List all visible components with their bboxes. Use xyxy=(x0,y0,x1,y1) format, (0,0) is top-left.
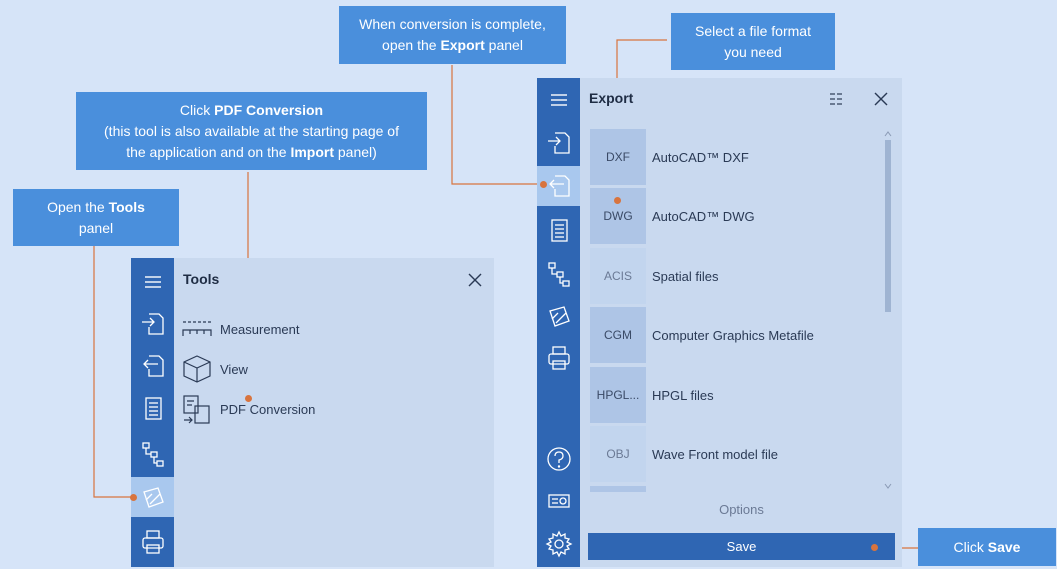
hamburger-icon xyxy=(144,276,161,288)
help-button[interactable] xyxy=(537,439,580,479)
import-icon xyxy=(141,313,164,335)
format-row-hpgl[interactable]: HPGL... HPGL files xyxy=(590,367,878,423)
format-badge: ACIS xyxy=(590,248,646,304)
tools-icon xyxy=(142,487,164,508)
pointer-dot-pdf xyxy=(245,395,252,402)
pointer-dot-tools xyxy=(130,494,137,501)
export-button[interactable] xyxy=(131,346,174,386)
format-row-cgm[interactable]: CGM Computer Graphics Metafile xyxy=(590,307,878,363)
import-button[interactable] xyxy=(131,304,174,344)
options-label[interactable]: Options xyxy=(719,502,764,517)
callout-tools-panel: Open the Tools panel xyxy=(13,189,179,246)
menu-button[interactable] xyxy=(131,262,174,302)
format-row-dxf[interactable]: DXF AutoCAD™ DXF xyxy=(590,129,878,185)
export-icon xyxy=(548,175,570,197)
document-button[interactable] xyxy=(537,210,580,250)
import-icon xyxy=(547,132,570,154)
printer-icon xyxy=(141,530,164,554)
close-icon[interactable] xyxy=(467,272,483,288)
export-panel-title: Export xyxy=(589,90,634,106)
tools-panel-title: Tools xyxy=(183,271,220,287)
document-icon xyxy=(550,219,568,242)
scroll-up-icon[interactable] xyxy=(884,130,892,138)
format-label: Wave Front model file xyxy=(652,446,778,462)
tools-icon xyxy=(548,306,570,327)
tools-button[interactable] xyxy=(131,477,174,517)
pointer-dot-format xyxy=(614,197,621,204)
import-button[interactable] xyxy=(537,123,580,163)
callout-file-format: Select a file format you need xyxy=(671,13,835,70)
tools-sidebar xyxy=(131,258,174,567)
format-badge: CGM xyxy=(590,307,646,363)
printer-icon xyxy=(547,346,570,370)
structure-button[interactable] xyxy=(537,254,580,294)
callout-pdf-conversion: Click PDF Conversion (this tool is also … xyxy=(76,92,427,170)
pdf-conversion-icon xyxy=(183,395,210,424)
tools-panel xyxy=(174,258,494,567)
format-label: AutoCAD™ DXF xyxy=(652,149,749,165)
pointer-dot-save xyxy=(871,544,878,551)
format-row-obj[interactable]: OBJ Wave Front model file xyxy=(590,426,878,482)
scroll-down-icon[interactable] xyxy=(884,482,892,490)
tree-icon xyxy=(547,262,570,287)
view-mode-icon[interactable] xyxy=(828,91,844,107)
document-button[interactable] xyxy=(131,388,174,428)
document-icon xyxy=(144,397,162,420)
gear-icon xyxy=(545,530,572,558)
close-icon[interactable] xyxy=(873,91,889,107)
settings-button[interactable] xyxy=(537,524,580,564)
help-icon xyxy=(546,447,571,471)
tool-measurement[interactable]: Measurement xyxy=(180,312,299,346)
format-row-partial xyxy=(590,486,646,492)
ruler-icon xyxy=(182,321,212,336)
callout-save: Click Save xyxy=(918,528,1056,566)
format-badge: OBJ xyxy=(590,426,646,482)
tools-button[interactable] xyxy=(537,296,580,336)
export-sidebar xyxy=(537,78,580,567)
format-label: AutoCAD™ DWG xyxy=(652,208,755,224)
format-row-acis[interactable]: ACIS Spatial files xyxy=(590,248,878,304)
cube-icon xyxy=(183,355,211,383)
license-button[interactable] xyxy=(537,481,580,521)
print-button[interactable] xyxy=(537,338,580,378)
format-label: HPGL files xyxy=(652,387,714,403)
tree-icon xyxy=(141,442,164,467)
print-button[interactable] xyxy=(131,522,174,562)
menu-button[interactable] xyxy=(537,80,580,120)
pointer-dot-export xyxy=(540,181,547,188)
structure-button[interactable] xyxy=(131,434,174,474)
format-label: Computer Graphics Metafile xyxy=(652,327,814,343)
callout-export-panel: When conversion is complete, open the Ex… xyxy=(339,6,566,64)
format-badge: DXF xyxy=(590,129,646,185)
save-button[interactable]: Save xyxy=(588,533,895,560)
export-icon xyxy=(142,355,164,377)
hamburger-icon xyxy=(550,94,567,106)
format-label: Spatial files xyxy=(652,268,719,284)
tool-pdf-conversion[interactable]: PDF Conversion xyxy=(180,392,315,426)
scrollbar-thumb[interactable] xyxy=(885,140,891,312)
tool-view[interactable]: View xyxy=(180,352,248,386)
format-row-dwg[interactable]: DWG AutoCAD™ DWG xyxy=(590,188,878,244)
format-badge: HPGL... xyxy=(590,367,646,423)
license-icon xyxy=(547,494,570,508)
